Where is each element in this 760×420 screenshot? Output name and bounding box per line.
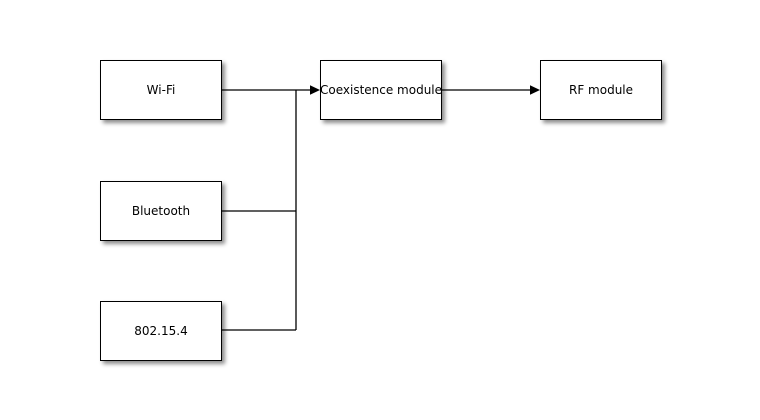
node-802-15-4: 802.15.4 xyxy=(100,301,222,361)
arrowhead-coexistence-icon xyxy=(310,85,320,95)
node-bluetooth-label: Bluetooth xyxy=(131,204,191,218)
node-wifi: Wi-Fi xyxy=(100,60,222,120)
node-coexistence-module-label: Coexistence module xyxy=(319,83,443,97)
arrowhead-rf-icon xyxy=(530,85,540,95)
node-wifi-label: Wi-Fi xyxy=(146,83,176,97)
node-rf-module-label: RF module xyxy=(568,83,634,97)
node-rf-module: RF module xyxy=(540,60,662,120)
node-coexistence-module: Coexistence module xyxy=(320,60,442,120)
node-bluetooth: Bluetooth xyxy=(100,181,222,241)
node-802-15-4-label: 802.15.4 xyxy=(134,324,188,338)
